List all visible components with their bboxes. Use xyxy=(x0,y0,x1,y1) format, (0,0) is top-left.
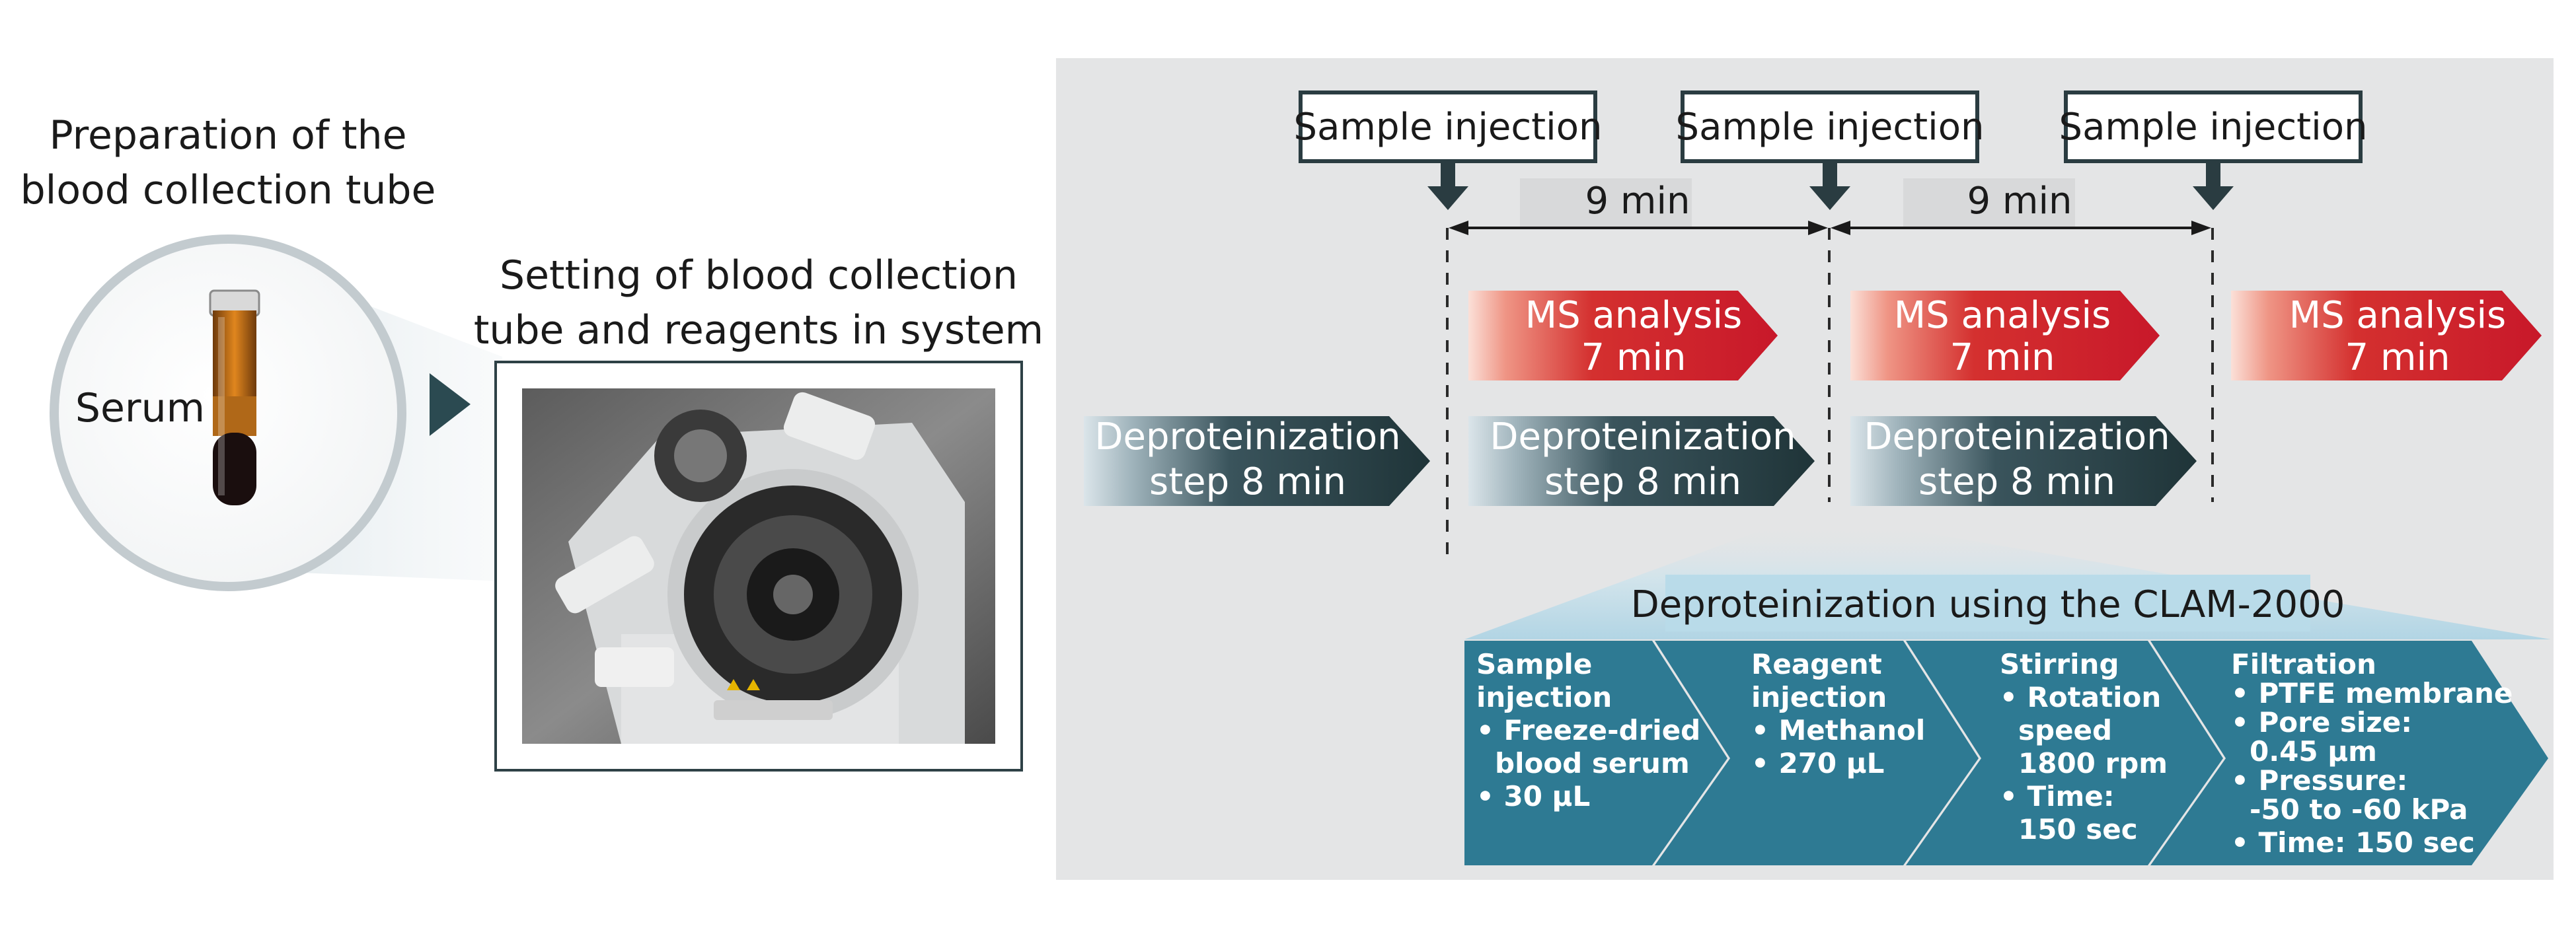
deproteinization-label: Deproteinization xyxy=(1490,415,1796,458)
ms-analysis-label: MS analysis xyxy=(1525,294,1742,337)
step-1-header-line2: injection xyxy=(1476,681,1612,713)
ms-analysis-label: MS analysis xyxy=(1894,294,2111,337)
step-4-bullet-3-cont: -50 to -60 kPa xyxy=(2250,793,2468,826)
sample-injection-box-2: Sample injection xyxy=(1676,90,1985,210)
down-arrow-icon xyxy=(2193,186,2234,210)
ms-analysis-arrow-2: MS analysis 7 min xyxy=(1850,291,2160,380)
deproteinization-label: Deproteinization xyxy=(1094,415,1400,458)
ms-analysis-time: 7 min xyxy=(2345,336,2450,379)
interval-arrow-2 xyxy=(1831,221,2211,235)
middle-title-line2: tube and reagents in system xyxy=(474,307,1043,353)
down-arrow-icon xyxy=(1427,186,1468,210)
clam-title: Deproteinization using the CLAM-2000 xyxy=(1631,583,2345,626)
down-arrow-icon xyxy=(1809,186,1850,210)
step-2-bullet-2: • 270 μL xyxy=(1751,747,1884,779)
step-1-bullet-2: • 30 μL xyxy=(1476,780,1590,812)
deproteinization-time: step 8 min xyxy=(1918,460,2115,503)
step-2-header-line1: Reagent xyxy=(1751,648,1882,680)
clam-step-3 xyxy=(1906,641,2223,865)
sample-injection-label-2: Sample injection xyxy=(1676,106,1985,149)
deproteinization-arrow-1: Deproteinization step 8 min xyxy=(1084,415,1430,506)
step-4-bullet-4: • Time: 150 sec xyxy=(2231,826,2475,859)
step-4-header: Filtration xyxy=(2231,648,2376,680)
ms-analysis-time: 7 min xyxy=(1581,336,1686,379)
step-2-header-line2: injection xyxy=(1751,681,1887,713)
step-3-bullet-2-cont: 150 sec xyxy=(2018,813,2138,846)
step-2-bullet-1: • Methanol xyxy=(1751,714,1925,746)
step-3-bullet-2: • Time: xyxy=(2000,780,2115,812)
interval-band-2 xyxy=(1903,178,2075,229)
interval-label-1: 9 min xyxy=(1585,180,1690,223)
deproteinization-label: Deproteinization xyxy=(1864,415,2170,458)
step-4-bullet-2-cont: 0.45 μm xyxy=(2250,735,2377,768)
clam-title-box xyxy=(1665,575,2310,631)
sample-injection-label-3: Sample injection xyxy=(2059,106,2368,149)
sample-injection-box-3: Sample injection xyxy=(2059,90,2368,210)
step-1-bullet-1: • Freeze-dried xyxy=(1476,714,1700,746)
interval-arrow-1 xyxy=(1449,221,1828,235)
deproteinization-time: step 8 min xyxy=(1544,460,1741,503)
clam-step-2 xyxy=(1655,641,1979,865)
left-title-line1: Preparation of the xyxy=(49,112,406,159)
deproteinization-arrow-2: Deproteinization step 8 min xyxy=(1468,415,1815,506)
arrow-right-icon xyxy=(430,373,471,436)
ms-analysis-time: 7 min xyxy=(1950,336,2055,379)
sample-injection-box-1: Sample injection xyxy=(1294,90,1603,210)
clam-step-4 xyxy=(2150,641,2548,865)
interval-band-1 xyxy=(1520,178,1692,229)
deproteinization-arrow-3: Deproteinization step 8 min xyxy=(1850,415,2197,506)
clam-step-1 xyxy=(1464,641,1727,865)
step-1-header-line1: Sample xyxy=(1476,648,1592,680)
step-3-bullet-1: • Rotation xyxy=(2000,681,2161,713)
blood-tube-image xyxy=(209,289,260,505)
ms-analysis-arrow-1: MS analysis 7 min xyxy=(1468,291,1778,380)
deproteinization-time: step 8 min xyxy=(1149,460,1346,503)
middle-title-line1: Setting of blood collection xyxy=(500,252,1018,299)
sample-injection-label-1: Sample injection xyxy=(1294,106,1603,149)
step-4-bullet-3: • Pressure: xyxy=(2231,764,2407,797)
clam-2000-photo xyxy=(522,388,995,744)
ms-analysis-label: MS analysis xyxy=(2289,294,2506,337)
serum-label: Serum xyxy=(75,385,205,431)
interval-label-2: 9 min xyxy=(1967,180,2072,223)
clam-steps xyxy=(1464,641,2548,865)
left-title-line2: blood collection tube xyxy=(20,167,436,213)
step-3-bullet-1-cont2: 1800 rpm xyxy=(2018,747,2168,779)
ms-analysis-arrow-3: MS analysis 7 min xyxy=(2231,291,2542,380)
step-3-bullet-1-cont1: speed xyxy=(2018,714,2112,746)
step-3-header: Stirring xyxy=(2000,648,2119,680)
step-4-bullet-2: • Pore size: xyxy=(2231,706,2412,738)
step-1-bullet-1-cont: blood serum xyxy=(1495,747,1690,779)
step-4-bullet-1: • PTFE membrane xyxy=(2231,677,2513,709)
